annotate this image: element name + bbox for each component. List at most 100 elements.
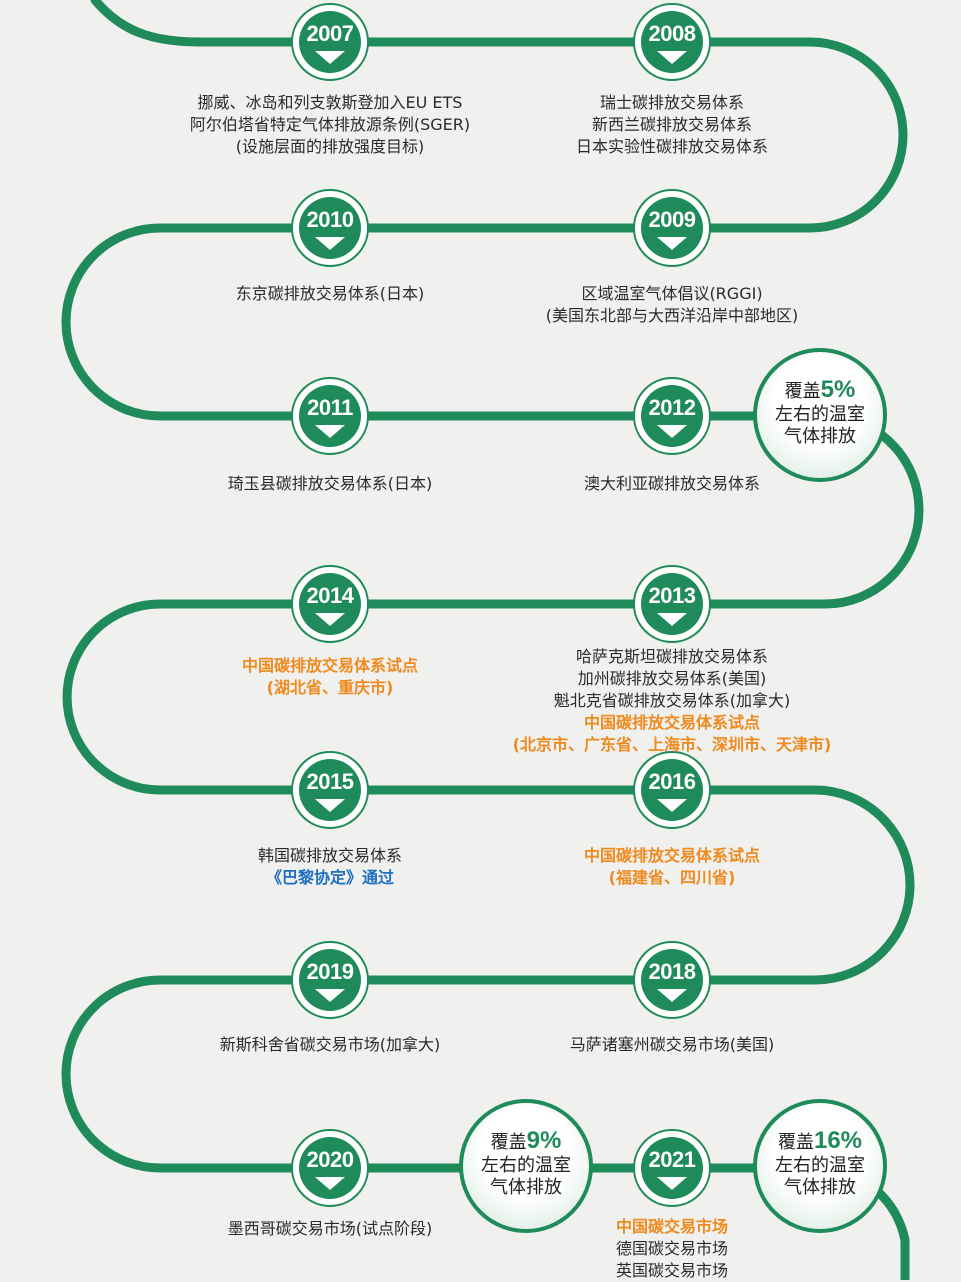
events-2013: 哈萨克斯坦碳排放交易体系 加州碳排放交易体系(美国) 魁北克省碳排放交易体系(加… (507, 646, 837, 756)
year-label: 2020 (306, 1147, 354, 1172)
events-2015: 韩国碳排放交易体系 《巴黎协定》通过 (165, 845, 495, 889)
events-2012: 澳大利亚碳排放交易体系 (507, 473, 837, 495)
year-badge-2012: 2012 (633, 377, 711, 455)
events-2010: 东京碳排放交易体系(日本) (165, 283, 495, 305)
coverage-line: 气体排放 (490, 1177, 562, 1198)
down-arrow-icon (315, 799, 345, 812)
event-line: 澳大利亚碳排放交易体系 (583, 474, 760, 493)
down-arrow-icon (657, 1177, 687, 1190)
year-label: 2014 (306, 583, 354, 608)
events-2008: 瑞士碳排放交易体系 新西兰碳排放交易体系 日本实验性碳排放交易体系 (507, 92, 837, 158)
event-line: 马萨诸塞州碳交易市场(美国) (569, 1035, 775, 1054)
year-label: 2021 (648, 1147, 696, 1172)
coverage-prefix: 覆盖 (490, 1132, 527, 1153)
year-label: 2018 (648, 959, 696, 984)
event-line: (美国东北部与大西洋沿岸中部地区) (545, 306, 799, 325)
year-label: 2019 (306, 959, 354, 984)
events-2019: 新斯科舍省碳交易市场(加拿大) (165, 1034, 495, 1056)
events-2014: 中国碳排放交易体系试点 (湖北省、重庆市) (165, 655, 495, 699)
year-badge-2009: 2009 (633, 189, 711, 267)
year-badge-2016: 2016 (633, 751, 711, 829)
year-badge-2018: 2018 (633, 941, 711, 1019)
events-2007: 挪威、冰岛和列支敦斯登加入EU ETS 阿尔伯塔省特定气体排放源条例(SGER)… (165, 92, 495, 158)
event-line: 墨西哥碳交易市场(试点阶段) (227, 1219, 433, 1238)
event-line: (北京市、广东省、上海市、深圳市、天津市) (512, 735, 832, 754)
event-line: 新西兰碳排放交易体系 (591, 115, 752, 134)
events-2011: 琦玉县碳排放交易体系(日本) (165, 473, 495, 495)
event-line: 加州碳排放交易体系(美国) (577, 669, 767, 688)
events-2020: 墨西哥碳交易市场(试点阶段) (165, 1218, 495, 1240)
down-arrow-icon (657, 425, 687, 438)
coverage-percent: 5% (820, 376, 856, 403)
year-badge-2015: 2015 (291, 751, 369, 829)
event-line: 琦玉县碳排放交易体系(日本) (227, 474, 433, 493)
down-arrow-icon (315, 613, 345, 626)
down-arrow-icon (657, 613, 687, 626)
down-arrow-icon (657, 237, 687, 250)
event-line: 日本实验性碳排放交易体系 (575, 137, 768, 156)
event-line: 瑞士碳排放交易体系 (599, 93, 744, 112)
coverage-prefix: 覆盖 (777, 1132, 814, 1153)
year-label: 2011 (307, 395, 353, 420)
down-arrow-icon (315, 51, 345, 64)
event-line: 阿尔伯塔省特定气体排放源条例(SGER) (189, 115, 471, 134)
year-label: 2015 (306, 769, 354, 794)
year-label: 2013 (648, 583, 696, 608)
year-badge-2011: 2011 (291, 377, 369, 455)
events-2021: 中国碳交易市场 德国碳交易市场 英国碳交易市场 (507, 1216, 837, 1282)
event-line: 中国碳排放交易体系试点 (241, 656, 418, 675)
year-badge-2019: 2019 (291, 941, 369, 1019)
coverage-line: 气体排放 (784, 426, 856, 447)
year-badge-2008: 2008 (633, 3, 711, 81)
coverage-badge-5: 覆盖5% 左右的温室 气体排放 (753, 348, 887, 482)
year-badge-2014: 2014 (291, 565, 369, 643)
year-label: 2008 (648, 21, 696, 46)
year-badge-2007: 2007 (291, 3, 369, 81)
coverage-prefix: 覆盖 (784, 381, 821, 402)
year-label: 2016 (648, 769, 696, 794)
event-line: 挪威、冰岛和列支敦斯登加入EU ETS (197, 93, 463, 112)
events-2016: 中国碳排放交易体系试点 (福建省、四川省) (507, 845, 837, 889)
events-2009: 区域温室气体倡议(RGGI) (美国东北部与大西洋沿岸中部地区) (507, 283, 837, 327)
event-line: (福建省、四川省) (608, 868, 736, 887)
down-arrow-icon (315, 989, 345, 1002)
event-line: 新斯科舍省碳交易市场(加拿大) (219, 1035, 441, 1054)
coverage-line: 气体排放 (784, 1177, 856, 1198)
events-2018: 马萨诸塞州碳交易市场(美国) (507, 1034, 837, 1056)
year-label: 2010 (306, 207, 354, 232)
year-badge-2020: 2020 (291, 1129, 369, 1207)
year-badge-2021: 2021 (633, 1129, 711, 1207)
timeline-path (61, 0, 924, 1280)
event-line: 区域温室气体倡议(RGGI) (581, 284, 763, 303)
event-line: 韩国碳排放交易体系 (257, 846, 402, 865)
coverage-percent: 16% (813, 1127, 863, 1154)
coverage-line: 左右的温室 (481, 1155, 571, 1176)
down-arrow-icon (315, 425, 345, 438)
year-label: 2007 (306, 21, 354, 46)
year-badge-2010: 2010 (291, 189, 369, 267)
event-line: 英国碳交易市场 (615, 1261, 728, 1280)
down-arrow-icon (315, 1177, 345, 1190)
coverage-line: 左右的温室 (775, 1155, 865, 1176)
event-line: (湖北省、重庆市) (266, 678, 394, 697)
coverage-badge-16: 覆盖16% 左右的温室 气体排放 (753, 1099, 887, 1233)
year-label: 2009 (648, 207, 696, 232)
event-line: 中国碳排放交易体系试点 (583, 713, 760, 732)
event-line: 德国碳交易市场 (615, 1239, 728, 1258)
coverage-badge-9: 覆盖9% 左右的温室 气体排放 (459, 1099, 593, 1233)
down-arrow-icon (657, 51, 687, 64)
event-line: 中国碳交易市场 (615, 1217, 728, 1236)
coverage-line: 左右的温室 (775, 404, 865, 425)
down-arrow-icon (657, 799, 687, 812)
event-line: 哈萨克斯坦碳排放交易体系 (575, 647, 768, 666)
event-line: 东京碳排放交易体系(日本) (235, 284, 425, 303)
event-line: 《巴黎协定》通过 (265, 868, 394, 887)
event-line: 中国碳排放交易体系试点 (583, 846, 760, 865)
down-arrow-icon (315, 237, 345, 250)
event-line: 魁北克省碳排放交易体系(加拿大) (553, 691, 791, 710)
year-badge-2013: 2013 (633, 565, 711, 643)
coverage-percent: 9% (526, 1127, 562, 1154)
year-label: 2012 (648, 395, 696, 420)
down-arrow-icon (657, 989, 687, 1002)
